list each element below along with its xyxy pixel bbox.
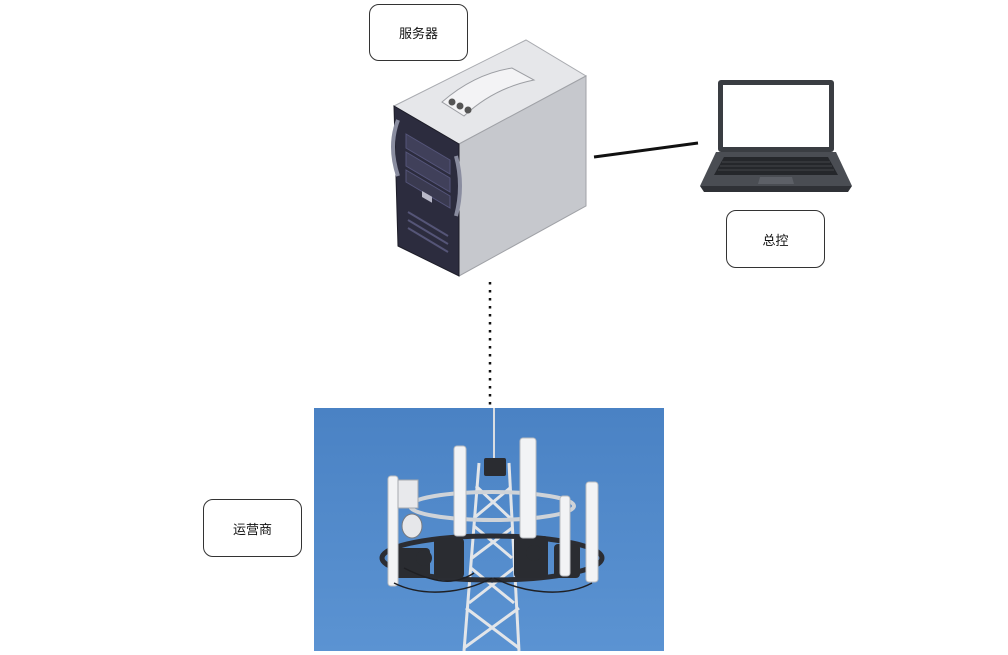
- server-label: 服务器: [398, 27, 438, 42]
- operator-label: 运营商: [232, 522, 272, 538]
- server-to-console-line: [593, 141, 699, 159]
- server-image[interactable]: [384, 36, 594, 281]
- operator-label-box[interactable]: 运营商: [203, 499, 302, 557]
- console-label: 总控: [762, 233, 789, 249]
- laptop-icon: [700, 80, 852, 192]
- console-label-box[interactable]: 总控: [726, 210, 825, 268]
- laptop-image[interactable]: [698, 78, 853, 196]
- server-label-box[interactable]: 服务器: [369, 4, 468, 61]
- server-icon: [391, 39, 588, 277]
- cell-tower-image[interactable]: [314, 408, 664, 652]
- cell-tower-icon: [314, 408, 664, 652]
